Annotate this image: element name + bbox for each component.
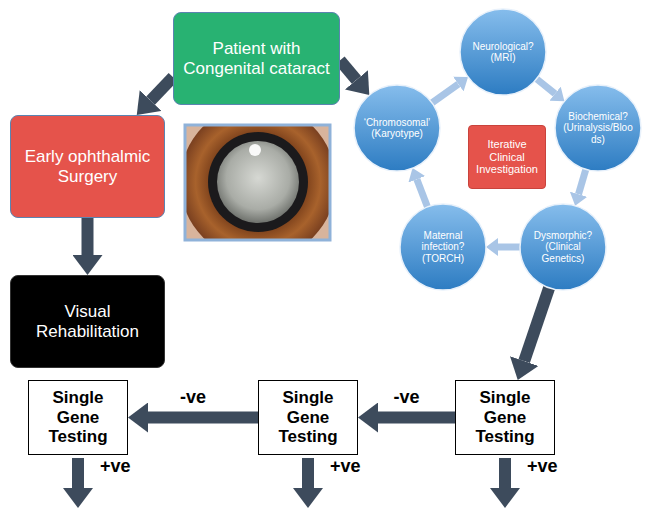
eye-highlight [249,144,261,156]
flow-arrow [417,179,428,207]
investigation-circle: Maternal infection?(TORCH) [399,203,487,291]
node-content: Dysmorphic?(Clinical Genetics) [526,230,600,265]
process-box: Visual Rehabilitation [10,275,165,368]
node-content: Single Gene Testing [266,388,350,447]
investigation-circle: ‘Chromosomal’(Karyotype) [353,84,441,172]
node-content: Biochemical?(Urinalysis/Bloods) [561,111,635,146]
node-title: Patient with Congenital cataract [181,39,332,78]
flow-arrow [537,79,555,94]
node-title: Visual Rehabilitation [18,302,157,341]
test-box: Single Gene Testing [455,380,555,455]
node-detail: (TORCH) [406,253,480,265]
outcome-arrow [63,458,93,508]
investigation-circle: Biochemical?(Urinalysis/Bloods) [554,84,642,172]
edge-label: -ve [178,387,208,408]
node-title: Neurological? [466,41,540,53]
process-box: Early ophthalmic Surgery [10,115,165,218]
edge-label: -ve [391,387,421,408]
node-content: Early ophthalmic Surgery [18,147,157,186]
node-detail: (Urinalysis/Bloods) [561,122,635,145]
node-content: Single Gene Testing [36,388,120,447]
flow-arrow [524,288,549,361]
circle-outline [555,85,641,171]
eye-photo [185,125,330,240]
node-title: Dysmorphic? [526,230,600,242]
flow-arrow [340,60,356,79]
eye-iris [185,125,330,240]
circle-outline [354,85,440,171]
node-content: Patient with Congenital cataract [181,39,332,78]
test-box: Single Gene Testing [258,380,358,455]
node-content: Visual Rehabilitation [18,302,157,341]
node-detail: (MRI) [466,52,540,64]
node-title: Single Gene Testing [266,388,350,447]
node-content: Single Gene Testing [463,388,547,447]
flow-arrow [148,412,258,424]
flow-arrow [151,77,173,100]
node-title: Single Gene Testing [463,388,547,447]
node-content: ‘Chromosomal’(Karyotype) [360,117,434,140]
process-box: Iterative Clinical Investigation [468,125,546,189]
node-title: Single Gene Testing [36,388,120,447]
node-title: Iterative Clinical Investigation [476,138,538,176]
circle-outline [520,204,606,290]
node-detail: (Clinical Genetics) [526,241,600,264]
node-content: Maternal infection?(TORCH) [406,230,480,265]
node-content: Iterative Clinical Investigation [476,138,538,176]
node-title: ‘Chromosomal’ [360,117,434,129]
eye-pupil [208,132,308,232]
node-title: Maternal infection? [406,230,480,253]
investigation-circle: Dysmorphic?(Clinical Genetics) [519,203,607,291]
start-box: Patient with Congenital cataract [173,12,340,105]
test-box: Single Gene Testing [28,380,128,455]
outcome-label: +ve [98,456,133,477]
flow-arrow [82,218,94,255]
flow-arrow [498,244,520,251]
node-detail: (Karyotype) [360,128,434,140]
circle-outline [400,204,486,290]
node-title: Early ophthalmic Surgery [18,147,157,186]
circle-outline [460,9,546,95]
flow-arrow [432,84,458,103]
node-title: Biochemical? [561,111,635,123]
eye-cataract [217,141,299,223]
outcome-label: +ve [525,456,560,477]
outcome-arrow [293,458,323,508]
node-content: Neurological?(MRI) [466,41,540,64]
outcome-label: +ve [328,456,363,477]
flow-arrow [378,412,455,424]
flow-arrow [579,169,586,194]
eye-photo-frame [185,125,330,240]
investigation-circle: Neurological?(MRI) [459,8,547,96]
outcome-arrow [490,458,520,508]
